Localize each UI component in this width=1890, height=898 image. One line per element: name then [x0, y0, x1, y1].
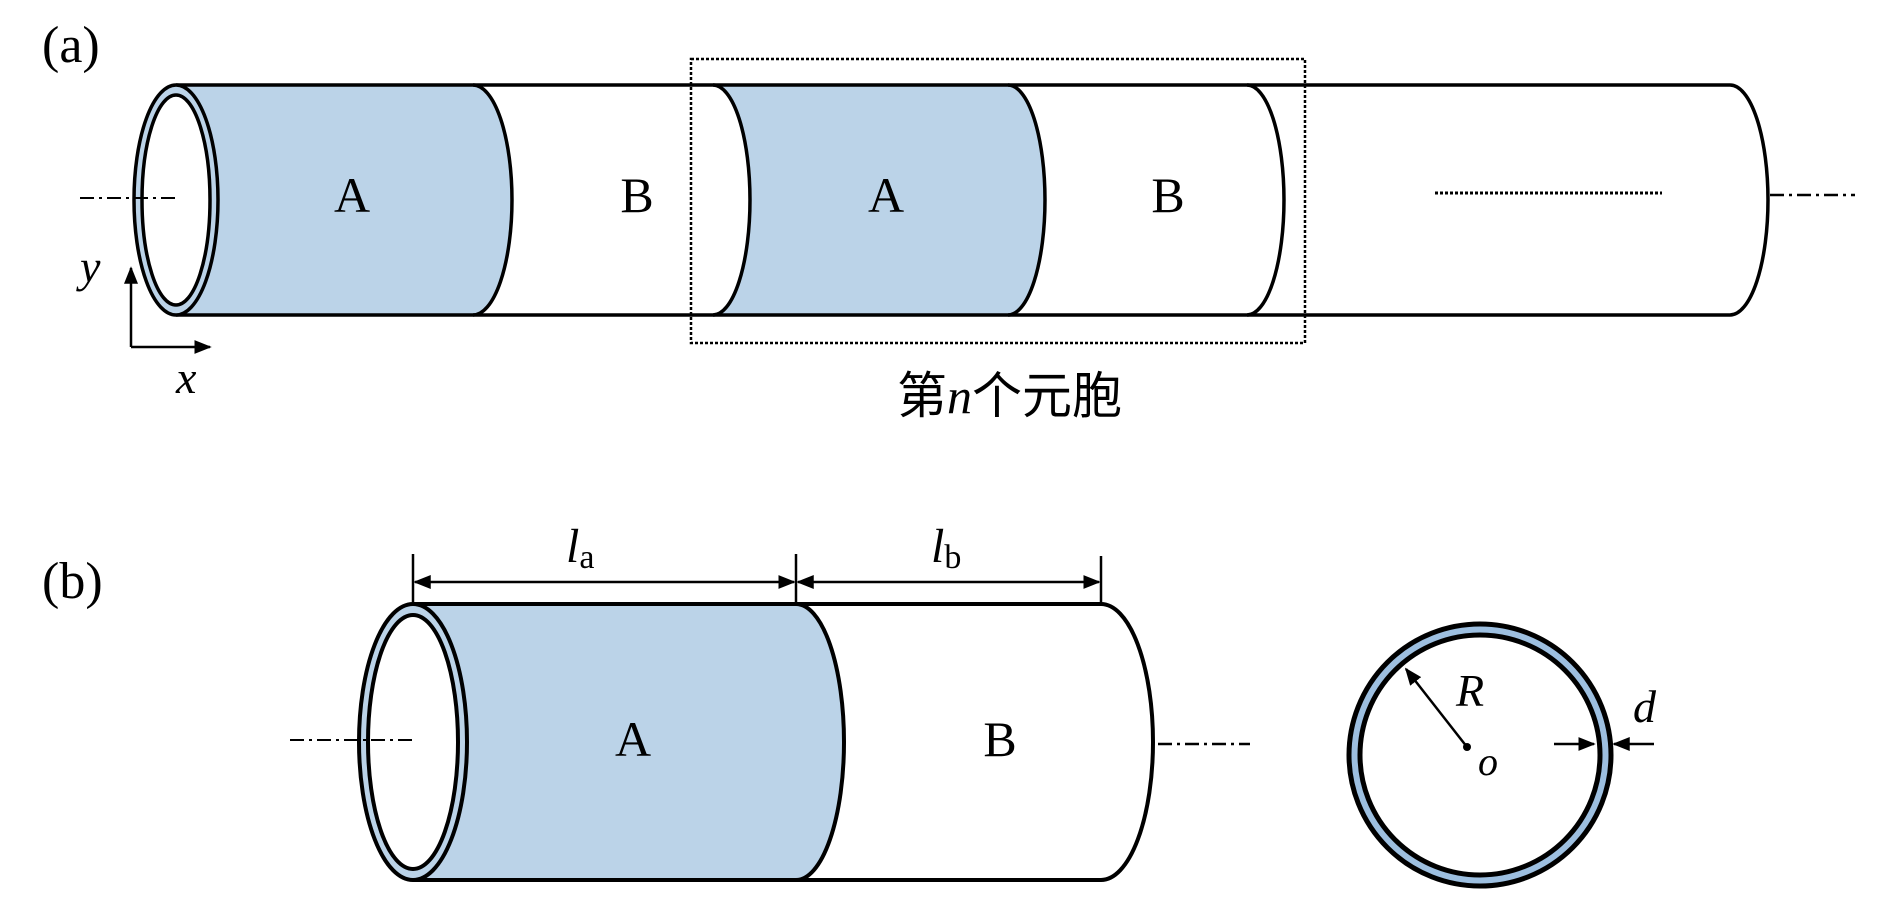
segment-b-1-label: B [620, 167, 653, 223]
lb-subscript: b [944, 539, 961, 576]
center-label: o [1478, 739, 1498, 784]
segment-b-label: B [983, 711, 1016, 767]
segment-a-2-fill [713, 85, 1045, 315]
unit-cell-caption: 第n个元胞 [897, 368, 1122, 424]
coordinate-axes: y x [76, 241, 212, 403]
cross-section: R o d [1346, 621, 1657, 889]
ring-inner [1357, 632, 1603, 878]
segment-a-1-fill [176, 85, 512, 315]
dimension-lb: lb [796, 520, 1103, 604]
tube-end-cap [1729, 83, 1770, 317]
panel-a: (a) A B A B 第n个元胞 [42, 17, 1855, 424]
radius-arrow [1404, 667, 1468, 748]
boundary-arc-2 [712, 83, 752, 317]
dimension-lb-label: lb [931, 520, 961, 576]
segment-a-fill [413, 604, 844, 880]
panel-b-label: (b) [42, 553, 103, 610]
segment-a-2-label: A [868, 167, 904, 223]
radius-label: R [1455, 665, 1484, 716]
segment-a-label: A [615, 711, 651, 767]
caption-prefix: 第 [897, 368, 947, 424]
panel-b: (b) A B la lb [42, 520, 1657, 889]
segment-b-2-label: B [1151, 167, 1184, 223]
la-subscript: a [579, 539, 594, 576]
front-opening-inner [366, 613, 460, 871]
boundary-arc-4 [1246, 83, 1286, 317]
thickness-label: d [1633, 681, 1657, 732]
unit-cell-frame [689, 57, 1307, 345]
segment-a-1-label: A [334, 167, 370, 223]
dimension-la-label: la [566, 520, 594, 576]
boundary-arc-1 [472, 83, 514, 317]
panel-a-label: (a) [42, 17, 100, 74]
caption-variable: n [947, 368, 972, 424]
la-symbol: l [566, 520, 579, 573]
boundary-arc-3 [1007, 83, 1047, 317]
y-axis-label: y [76, 241, 101, 292]
boundary-arc-ab [795, 602, 846, 882]
front-opening-inner [140, 93, 212, 307]
tube-end-cap [1100, 602, 1155, 882]
x-axis-label: x [175, 352, 197, 403]
caption-suffix: 个元胞 [972, 368, 1122, 424]
lb-symbol: l [931, 520, 944, 573]
dimension-la: la [411, 520, 798, 604]
